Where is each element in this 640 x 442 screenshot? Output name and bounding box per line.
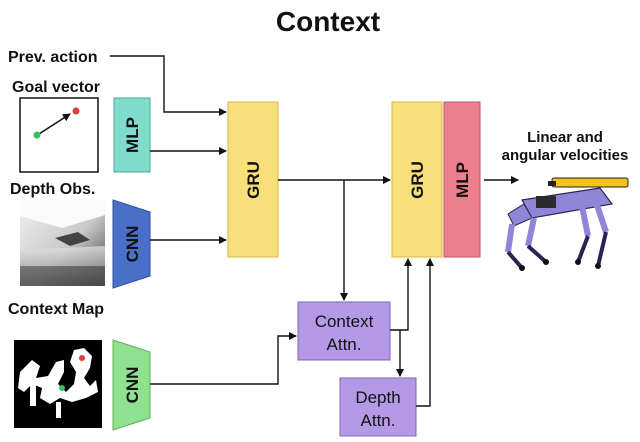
gru-2-label: GRU: [408, 161, 427, 199]
output-label-line1: Linear and: [527, 129, 603, 146]
arrow-context-gru2: [390, 258, 412, 331]
depth-attn-label-line1: Depth: [355, 388, 400, 407]
output-label-line2: angular velocities: [502, 147, 629, 164]
cnn-map-block: CNN: [112, 339, 151, 431]
connections: [110, 55, 519, 407]
context-map-image: [14, 340, 102, 428]
context-attn-block: Context Attn.: [297, 301, 391, 361]
arrow-prev-action: [110, 55, 227, 116]
mlp-goal-label: MLP: [123, 117, 142, 153]
context-attn-label-line1: Context: [315, 312, 374, 331]
cnn-depth-label: CNN: [123, 226, 142, 263]
cnn-depth-block: CNN: [112, 199, 151, 289]
depth-attn-block: Depth Attn.: [339, 377, 417, 437]
cnn-map-label: CNN: [123, 367, 142, 404]
gru-1-label: GRU: [244, 161, 263, 199]
context-attn-label-line2: Attn.: [327, 335, 362, 354]
gru-1-block: GRU: [227, 101, 279, 258]
mlp-out-label: MLP: [453, 162, 472, 198]
depth-obs-label: Depth Obs.: [10, 181, 95, 198]
diagram-title: Context: [276, 6, 380, 37]
arrow-cnn-map-context: [150, 332, 297, 385]
goal-vector-image: [19, 97, 99, 173]
gru-2-block: GRU: [391, 101, 443, 258]
depth-attn-label-line2: Attn.: [361, 411, 396, 430]
arrow-depth-gru2: [416, 258, 434, 407]
mlp-out-block: MLP: [443, 101, 481, 258]
robot-icon: [505, 177, 629, 271]
depth-obs-image: [20, 200, 105, 286]
goal-vector-label: Goal vector: [12, 79, 100, 96]
context-map-label: Context Map: [8, 301, 104, 318]
mlp-goal-block: MLP: [113, 97, 151, 173]
prev-action-label: Prev. action: [8, 49, 98, 66]
